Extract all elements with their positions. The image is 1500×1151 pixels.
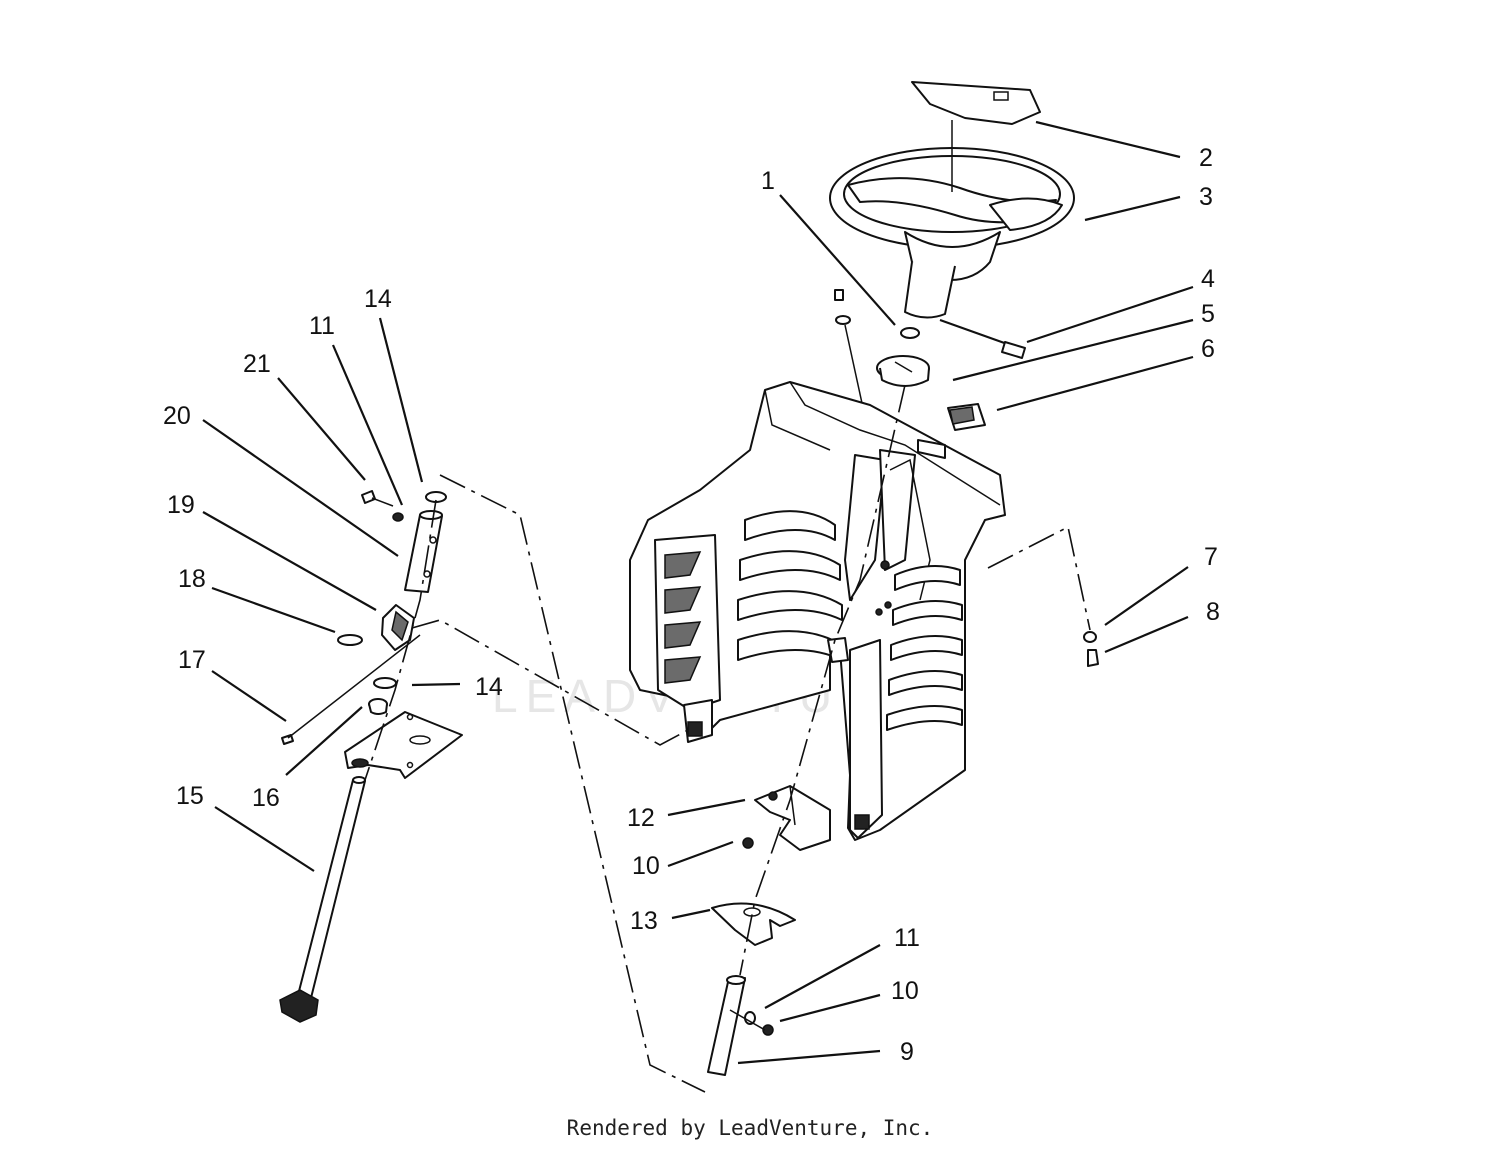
- callout-19: 19: [167, 491, 195, 519]
- callout-7: 7: [1204, 543, 1218, 571]
- left-shaft-assembly: [279, 490, 463, 1023]
- roll-pin: [939, 318, 1026, 359]
- callout-14-lower: 14: [475, 673, 503, 701]
- callout-15: 15: [176, 782, 204, 810]
- callout-2: 2: [1199, 144, 1213, 172]
- dash-console: [629, 381, 1006, 841]
- callout-5: 5: [1201, 300, 1215, 328]
- callout-13: 13: [630, 907, 658, 935]
- callout-12: 12: [627, 804, 655, 832]
- callout-17: 17: [178, 646, 206, 674]
- callout-3: 3: [1199, 183, 1213, 211]
- callout-20: 20: [163, 402, 191, 430]
- bolt-8: [1087, 649, 1099, 667]
- callout-10-upper: 10: [632, 852, 660, 880]
- link-line-right: [987, 525, 1091, 631]
- column-shield: [711, 902, 796, 946]
- callout-14-top: 14: [364, 285, 392, 313]
- nut-10-upper: [742, 837, 754, 849]
- callout-11-top: 11: [309, 312, 335, 340]
- callout-16: 16: [252, 784, 280, 812]
- callout-4: 4: [1201, 265, 1215, 293]
- column-bracket: [754, 785, 831, 851]
- callout-6: 6: [1201, 335, 1215, 363]
- footer-credit: Rendered by LeadVenture, Inc.: [566, 1116, 934, 1140]
- link-line-17: [287, 634, 421, 739]
- clip: [947, 403, 986, 431]
- callout-18: 18: [178, 565, 206, 593]
- callout-21: 21: [243, 350, 271, 378]
- steering-wheel: [829, 120, 1075, 319]
- steering-wheel-cover: [911, 81, 1041, 125]
- leader-lines: [202, 120, 1194, 1065]
- link-line-mid: [411, 619, 689, 746]
- callout-8: 8: [1206, 598, 1220, 626]
- callout-11-lower: 11: [894, 924, 920, 952]
- callout-10-lower: 10: [891, 977, 919, 1005]
- link-line-left: [439, 474, 706, 1093]
- washer-7: [1083, 631, 1097, 643]
- lower-steering-shaft: [707, 975, 774, 1076]
- callout-9: 9: [900, 1038, 914, 1066]
- steering-bushing: [876, 355, 930, 387]
- callout-1: 1: [761, 167, 775, 195]
- washer-1: [900, 327, 920, 339]
- callout-numbers: 1 2 3 4 5 6 7 8 9 10 11 10 12 13 14 11 2…: [163, 144, 1220, 1066]
